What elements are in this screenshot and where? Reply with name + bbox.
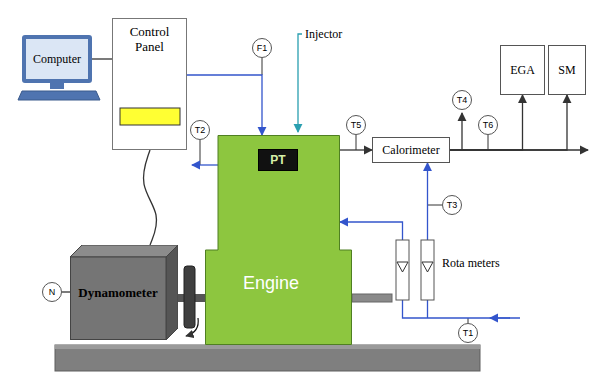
speed-sensor: N xyxy=(42,282,62,302)
node-text: PT xyxy=(270,153,285,167)
rotameter-tubes xyxy=(421,240,434,300)
node-text: T2 xyxy=(195,125,206,135)
dynamometer-side xyxy=(166,245,178,340)
node-text: Calorimeter xyxy=(382,143,439,158)
node-text: T4 xyxy=(457,95,468,105)
rotameter-tubes xyxy=(397,262,408,272)
node-text: N xyxy=(49,287,56,297)
connector xyxy=(143,150,156,245)
rotameter-group: Rota meters xyxy=(390,232,525,305)
computer-stand xyxy=(50,83,64,89)
computer-stand xyxy=(18,83,100,100)
node-text: T6 xyxy=(483,120,494,130)
connector xyxy=(187,75,262,135)
sensor-circle: T2 xyxy=(190,120,210,140)
sensor-stems xyxy=(356,135,357,150)
sensor-circle: T5 xyxy=(346,115,366,135)
dynamometer-top xyxy=(70,245,178,257)
sensor-stems xyxy=(200,140,201,165)
flow-lines xyxy=(403,300,521,318)
node-text: T3 xyxy=(447,200,458,210)
process-box: Calorimeter xyxy=(372,137,450,163)
shaft xyxy=(352,294,392,302)
node-text: T1 xyxy=(463,328,474,338)
node-text: T5 xyxy=(351,120,362,130)
control-panel: Control Panel xyxy=(112,18,187,150)
connector xyxy=(340,149,372,150)
node-text: Rota meters xyxy=(442,256,500,271)
shaft xyxy=(186,318,198,336)
computer-monitor: Computer xyxy=(22,35,92,83)
connector xyxy=(92,58,112,59)
base-slab xyxy=(55,345,480,349)
node-text: Engine xyxy=(243,273,299,294)
rotameter-tubes xyxy=(396,240,434,300)
sensor-stems xyxy=(427,205,442,206)
connector xyxy=(340,222,403,232)
flow-lines xyxy=(192,164,218,165)
rotameter-tubes xyxy=(422,262,433,272)
panel-display xyxy=(120,108,180,125)
sensor-circle: T4 xyxy=(452,90,472,110)
flow-lines xyxy=(461,113,462,150)
sensor-stems xyxy=(488,135,489,150)
sensor-circle: F1 xyxy=(252,38,272,58)
connector xyxy=(427,163,428,232)
sensor-stems xyxy=(262,58,263,75)
engine-outline xyxy=(206,136,352,345)
part-label: Injector xyxy=(305,27,342,42)
node-text: Control Panel xyxy=(121,25,179,55)
base-slab xyxy=(55,345,480,371)
node-text: SM xyxy=(558,63,575,78)
connector xyxy=(62,291,70,292)
computer-stand xyxy=(18,91,100,100)
connector xyxy=(450,95,523,150)
sensor-circle: T1 xyxy=(458,323,478,343)
pressure-transducer: PT xyxy=(258,149,298,171)
shaft xyxy=(184,266,195,328)
dynamometer-front xyxy=(71,257,167,340)
base-slab xyxy=(55,345,480,371)
engine-body: Engine PT xyxy=(205,135,352,345)
sensor-circle: T6 xyxy=(478,115,498,135)
dynamometer-body: Dynamometer xyxy=(70,245,178,340)
smoke-meter-box: SM xyxy=(548,45,586,95)
flow-lines xyxy=(403,232,428,240)
node-text: EGA xyxy=(510,63,535,78)
panel-display xyxy=(120,108,180,125)
flow-lines xyxy=(490,317,510,318)
flow-lines xyxy=(298,34,302,132)
analyzer-box: EGA xyxy=(500,45,545,95)
node-text: Computer xyxy=(33,52,81,67)
rotameter-tubes xyxy=(396,240,409,300)
node-text: F1 xyxy=(257,43,268,53)
sensor-circle: T3 xyxy=(442,195,462,215)
node-text: Dynamometer xyxy=(70,285,166,301)
